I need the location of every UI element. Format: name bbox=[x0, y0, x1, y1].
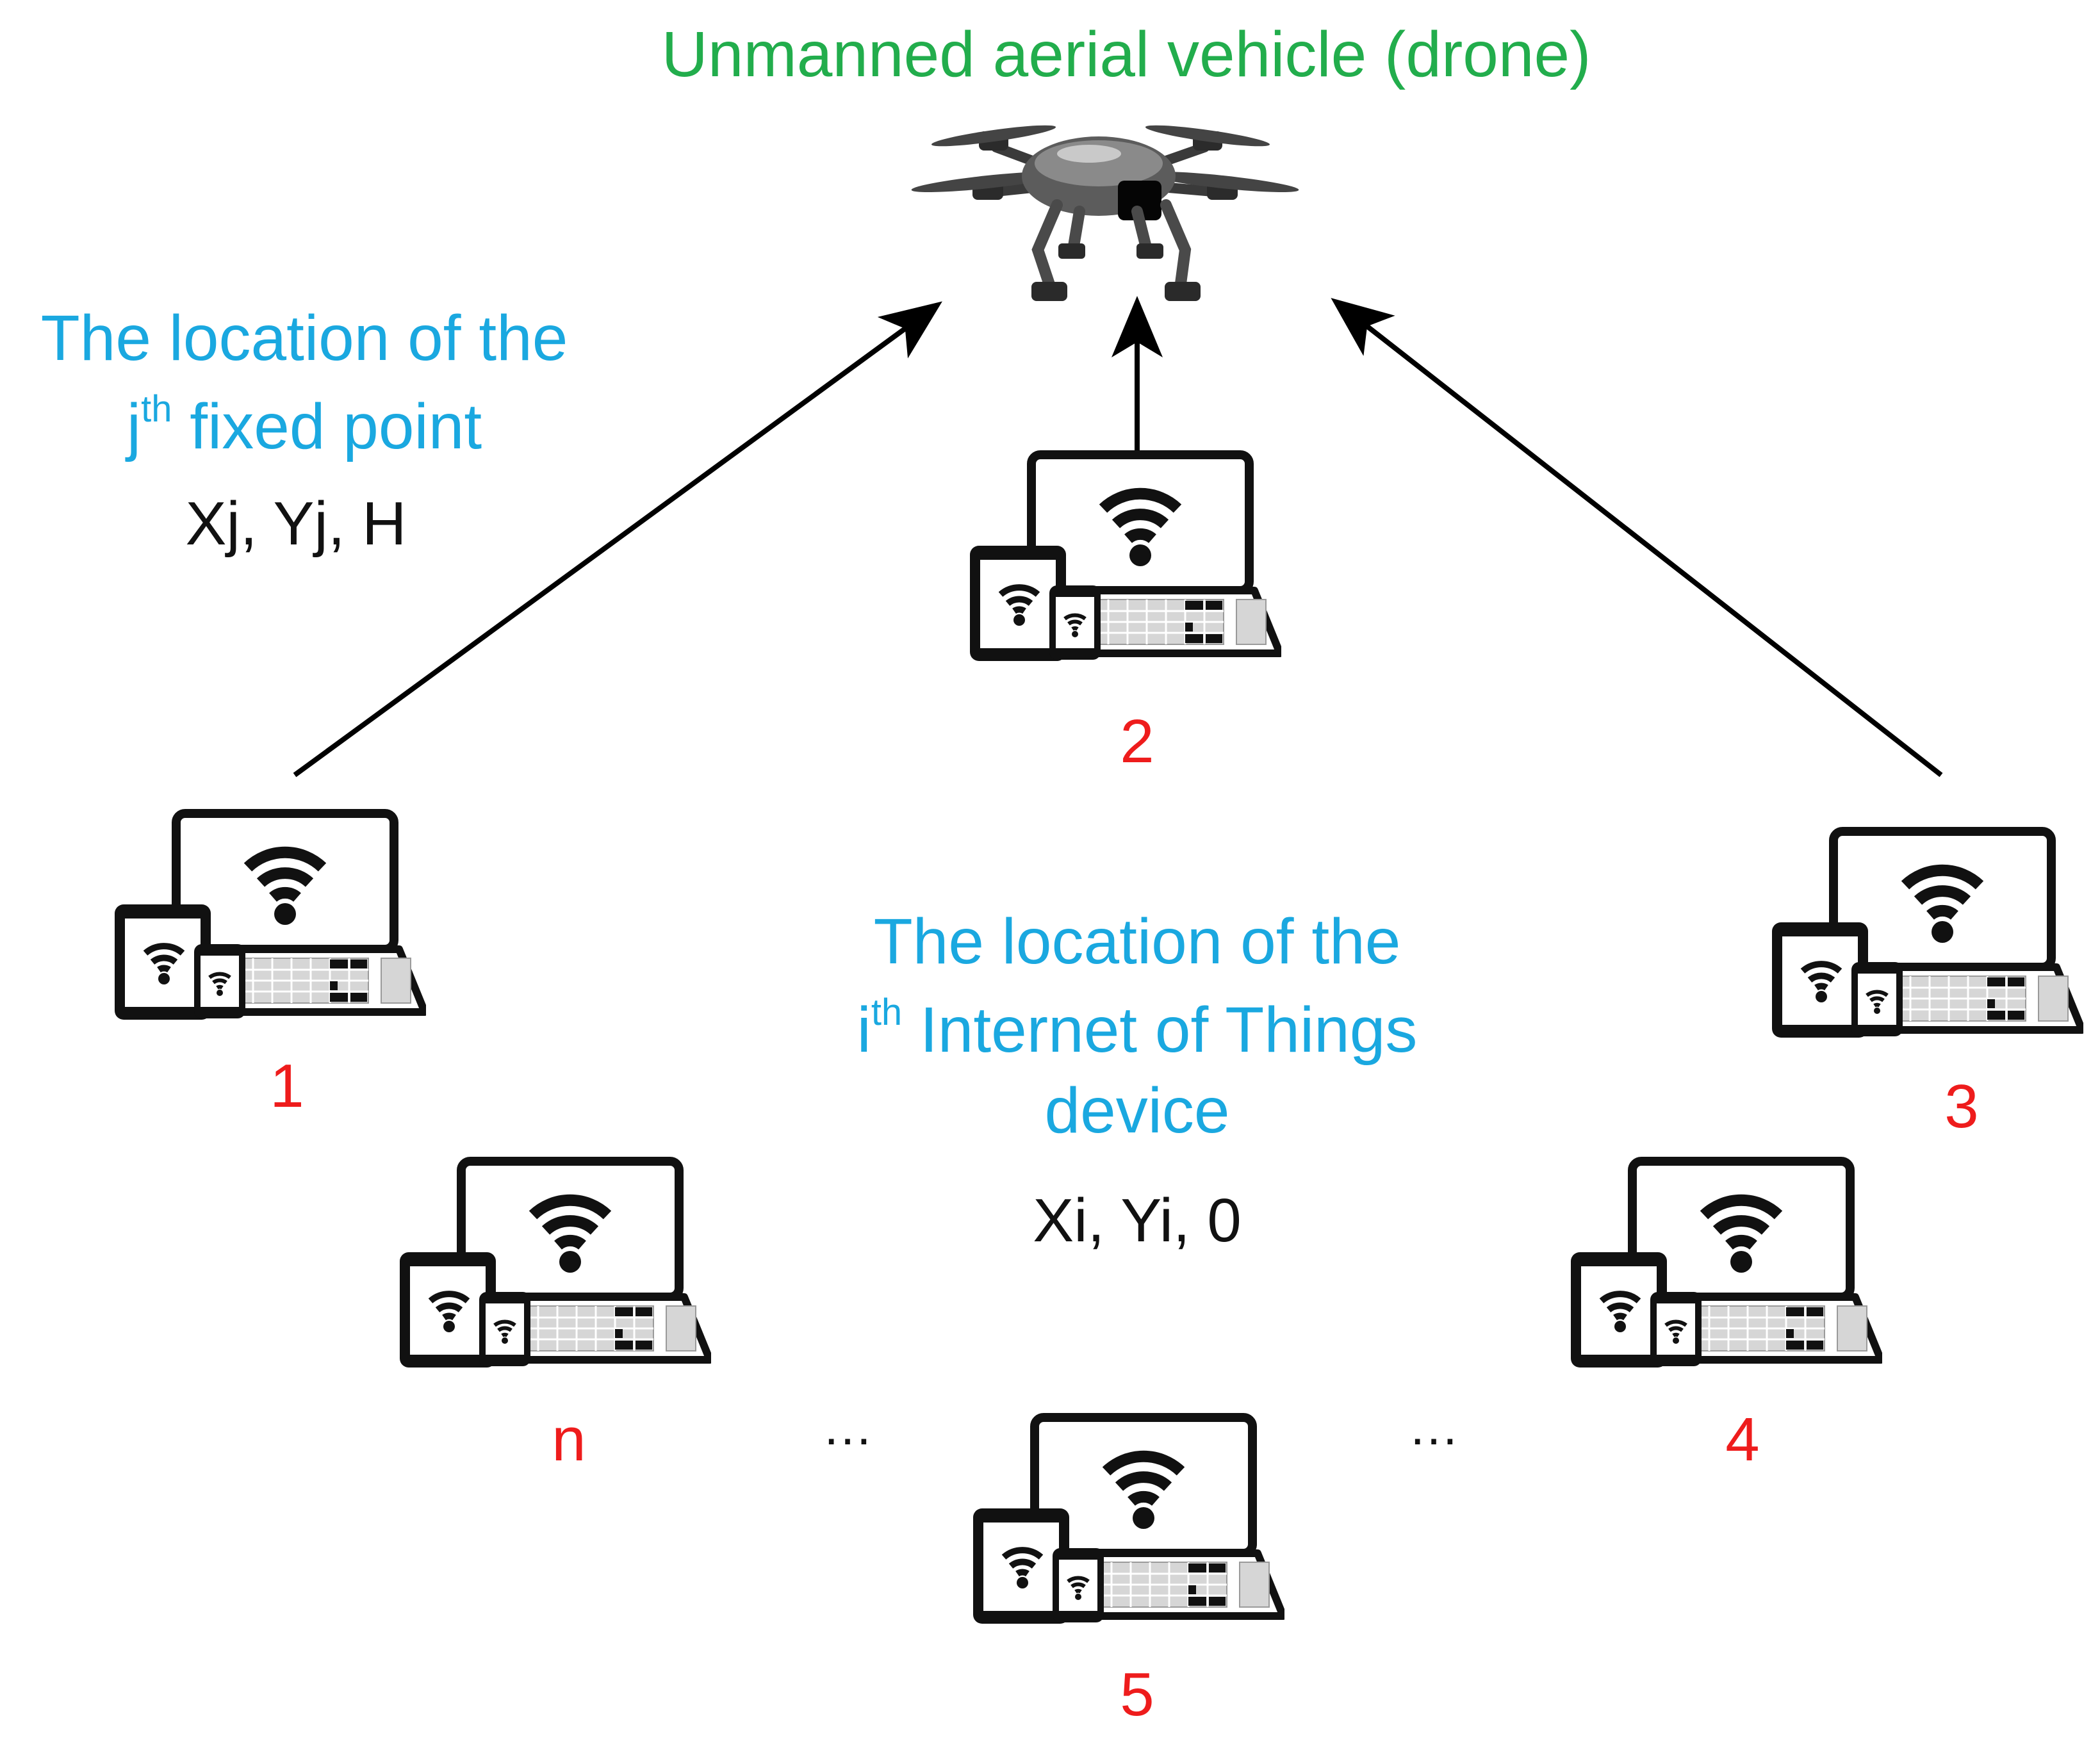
fixed-point-caption-line2: jth fixed point bbox=[127, 391, 482, 459]
device-label-n: n bbox=[552, 1405, 586, 1474]
fixed-point-superscript: th bbox=[141, 388, 172, 430]
iot-device-5-icon bbox=[973, 1417, 1283, 1624]
iot-caption-rest: Internet of Things bbox=[902, 993, 1418, 1066]
iot-device-1-icon bbox=[115, 813, 425, 1020]
arrow-device3-to-drone bbox=[1331, 298, 1943, 778]
device-label-3: 3 bbox=[1944, 1072, 1979, 1141]
iot-index: i bbox=[857, 993, 871, 1066]
ellipsis-right: … bbox=[1408, 1398, 1462, 1455]
drone-icon bbox=[911, 125, 1299, 301]
ellipsis-left: … bbox=[822, 1398, 876, 1455]
device-label-2: 2 bbox=[1120, 707, 1154, 776]
iot-caption-line3: device bbox=[1044, 1075, 1230, 1147]
fixed-point-coords: Xj, Yj, H bbox=[185, 489, 407, 558]
iot-device-n-icon bbox=[400, 1161, 710, 1368]
iot-device-4-icon bbox=[1571, 1161, 1881, 1368]
iot-device-3-icon bbox=[1772, 831, 2082, 1038]
iot-superscript: th bbox=[871, 992, 903, 1033]
iot-coords: Xi, Yi, 0 bbox=[1033, 1186, 1242, 1255]
drone-title: Unmanned aerial vehicle (drone) bbox=[661, 19, 1591, 90]
fixed-point-caption-line1: The location of the bbox=[40, 302, 568, 374]
device-label-5: 5 bbox=[1120, 1660, 1154, 1729]
fixed-point-caption-rest: fixed point bbox=[172, 390, 482, 462]
device-label-1: 1 bbox=[270, 1052, 304, 1120]
arrow-device1-to-drone bbox=[293, 301, 942, 778]
iot-device-2-icon bbox=[970, 455, 1280, 661]
iot-caption-line2: ith Internet of Things bbox=[857, 994, 1418, 1062]
iot-caption-line1: The location of the bbox=[873, 906, 1401, 977]
fixed-point-index: j bbox=[126, 390, 142, 462]
device-label-4: 4 bbox=[1725, 1405, 1760, 1474]
